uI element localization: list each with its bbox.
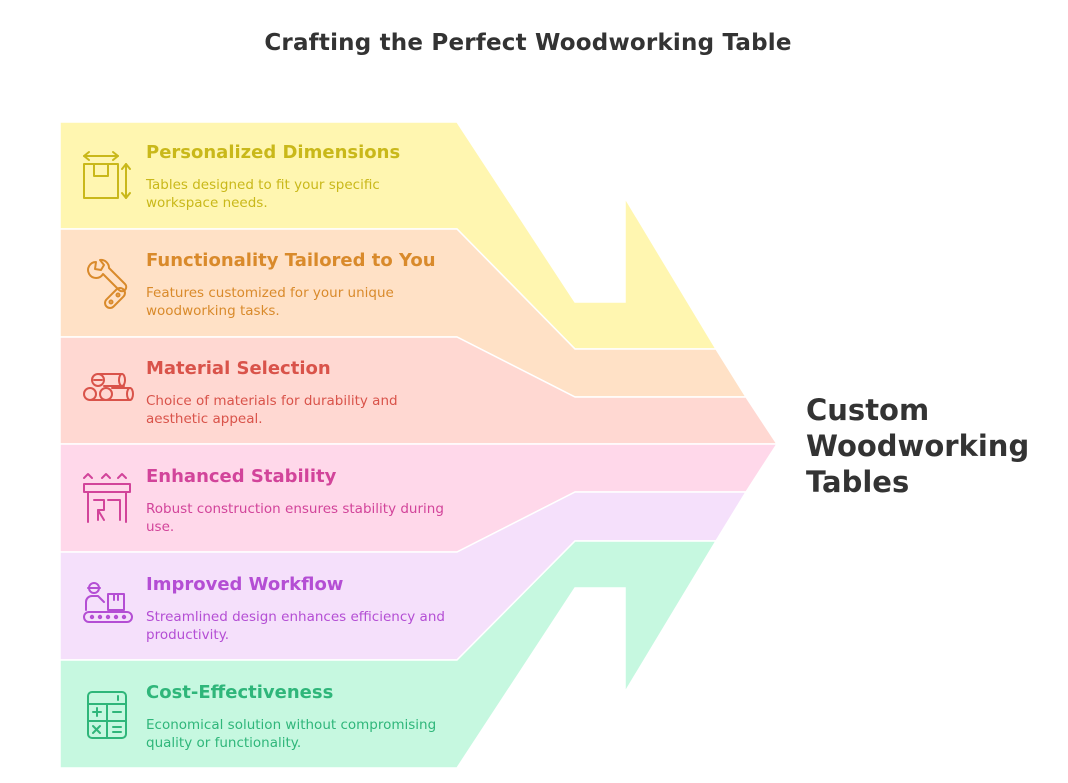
item-title-2: Functionality Tailored to You bbox=[146, 250, 436, 271]
calculator-icon bbox=[87, 691, 127, 739]
band-shape-6 bbox=[59, 540, 718, 769]
table-icon bbox=[83, 473, 131, 523]
conveyor-worker-icon bbox=[83, 582, 133, 623]
resize-box-icon bbox=[83, 151, 131, 199]
diagram-title: Crafting the Perfect Woodworking Table bbox=[264, 30, 792, 56]
logs-icon bbox=[83, 373, 134, 401]
target-label: Custom Woodworking Tables bbox=[806, 393, 1030, 499]
item-title-1: Personalized Dimensions bbox=[146, 142, 401, 163]
item-title-5: Improved Workflow bbox=[146, 574, 344, 595]
wrench-icon bbox=[87, 258, 128, 309]
item-title-3: Material Selection bbox=[146, 358, 331, 379]
item-description-6: Economical solution without compromising… bbox=[146, 717, 437, 751]
item-description-1: Tables designed to fit your specific wor… bbox=[146, 177, 380, 211]
item-description-3: Choice of materials for durability and a… bbox=[146, 393, 398, 427]
item-description-5: Streamlined design enhances efficiency a… bbox=[146, 609, 445, 643]
item-description-2: Features customized for your unique wood… bbox=[146, 285, 394, 319]
item-title-4: Enhanced Stability bbox=[146, 466, 337, 487]
item-title-6: Cost-Effectiveness bbox=[146, 682, 334, 703]
item-description-4: Robust construction ensures stability du… bbox=[146, 501, 444, 535]
